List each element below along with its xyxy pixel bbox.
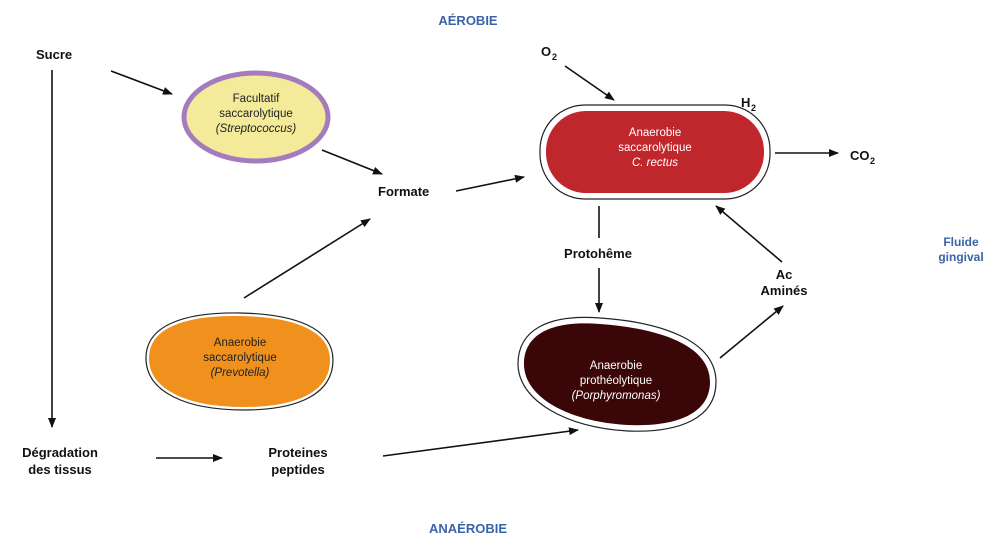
node-prevotella-line3: (Prevotella) bbox=[211, 367, 270, 379]
node-facultatif-line3: (Streptococcus) bbox=[216, 123, 297, 135]
node-porphyromonas-line2: prothéolytique bbox=[580, 375, 652, 387]
node-porphyromonas-line1: Anaerobie bbox=[590, 360, 642, 372]
arrow-porphyromonas-to-amines bbox=[719, 305, 784, 359]
label-ac: Ac bbox=[776, 267, 793, 282]
arrow-facultatif-to-formate bbox=[321, 149, 383, 175]
label-protoheme: Protohême bbox=[564, 246, 632, 261]
node-rectus-line1: Anaerobie bbox=[629, 127, 681, 139]
region-label-aerobie: AÉROBIE bbox=[438, 13, 498, 28]
label-h2-main: H bbox=[741, 95, 750, 110]
node-facultatif-line2: saccarolytique bbox=[219, 108, 293, 120]
label-h2-sub: 2 bbox=[751, 103, 756, 113]
node-facultatif-streptococcus: Facultatif saccarolytique (Streptococcus… bbox=[181, 70, 331, 164]
arrow-o2-to-rectus bbox=[564, 65, 615, 101]
node-rectus-line2: saccarolytique bbox=[618, 142, 692, 154]
node-prevotella: Anaerobie saccarolytique (Prevotella) bbox=[142, 309, 337, 414]
label-co2-sub: 2 bbox=[870, 156, 875, 166]
label-amines: Aminés bbox=[761, 283, 808, 298]
arrow-formate-to-rectus bbox=[455, 174, 525, 192]
arrow-amines-to-rectus bbox=[715, 205, 783, 263]
node-prevotella-line1: Anaerobie bbox=[214, 337, 266, 349]
node-rectus-line3: C. rectus bbox=[632, 157, 678, 169]
node-facultatif-line1: Facultatif bbox=[233, 93, 280, 105]
label-co2-main: CO bbox=[850, 148, 870, 163]
arrow-proteines-to-porphyromonas bbox=[382, 427, 579, 457]
node-c-rectus: Anaerobie saccarolytique C. rectus bbox=[539, 104, 771, 200]
region-label-gingival: gingival bbox=[938, 250, 983, 264]
node-porphyromonas: Anaerobie prothéolytique (Porphyromonas) bbox=[517, 316, 717, 432]
label-o2: O 2 bbox=[541, 44, 557, 62]
region-label-anaerobie: ANAÉROBIE bbox=[429, 521, 507, 536]
node-prevotella-line2: saccarolytique bbox=[203, 352, 277, 364]
arrow-prevotella-to-formate bbox=[243, 218, 371, 299]
region-label-fluide: Fluide bbox=[943, 235, 979, 249]
label-des-tissus: des tissus bbox=[28, 462, 92, 477]
label-proteines: Proteines bbox=[268, 445, 327, 460]
label-co2: CO 2 bbox=[850, 148, 875, 166]
node-porphyromonas-line3: (Porphyromonas) bbox=[572, 390, 661, 402]
label-formate: Formate bbox=[378, 184, 429, 199]
label-o2-sub: 2 bbox=[552, 52, 557, 62]
arrow-sucre-to-facultatif bbox=[110, 70, 173, 95]
label-o2-main: O bbox=[541, 44, 551, 59]
label-h2: H 2 bbox=[741, 95, 756, 113]
label-sucre: Sucre bbox=[36, 47, 72, 62]
label-degradation: Dégradation bbox=[22, 445, 98, 460]
label-peptides: peptides bbox=[271, 462, 324, 477]
